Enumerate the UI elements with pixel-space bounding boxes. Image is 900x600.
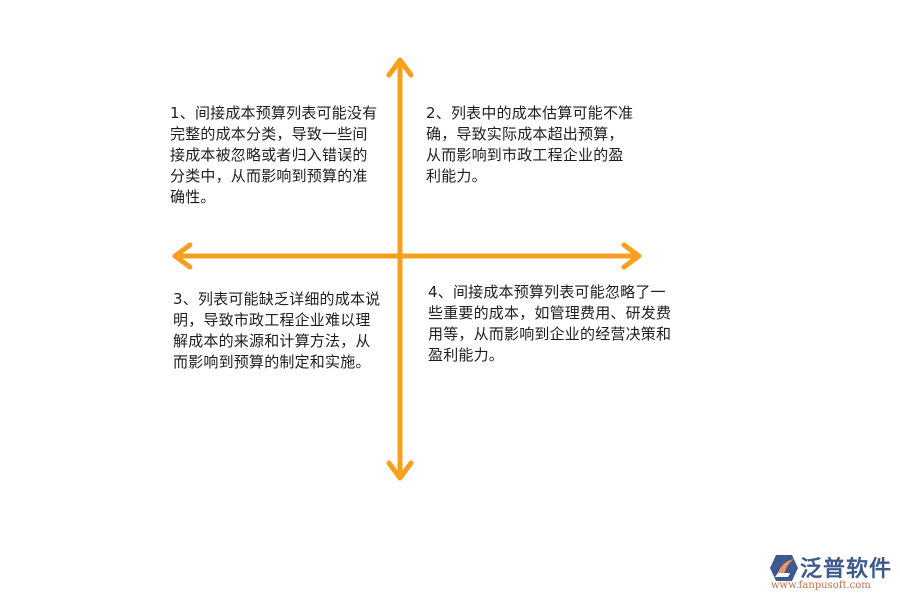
arrow-down-icon — [386, 460, 414, 481]
quadrant-2-text: 2、列表中的成本估算可能不准确，导致实际成本超出预算，从而影响到市政工程企业的盈… — [426, 104, 634, 185]
logo-url: www.fanpusoft.com — [771, 580, 871, 591]
arrow-right-icon — [621, 242, 642, 270]
logo-mark-icon — [770, 555, 798, 581]
arrow-up-icon — [386, 57, 414, 78]
logo-name: 泛普软件 — [800, 557, 893, 582]
fanpu-logo: 泛普软件 www.fanpusoft.com — [768, 553, 898, 593]
quadrant-4-text: 4、间接成本预算列表可能忽略了一些重要的成本，如管理费用、研发费用等，从而影响到… — [428, 283, 672, 364]
quadrant-3-text: 3、列表可能缺乏详细的成本说明，导致市政工程企业难以理解成本的来源和计算方法，从… — [173, 290, 381, 371]
arrow-left-icon — [172, 242, 193, 270]
quadrant-1-text: 1、间接成本预算列表可能没有完整的成本分类，导致一些间接成本被忽略或者归入错误的… — [170, 104, 378, 206]
